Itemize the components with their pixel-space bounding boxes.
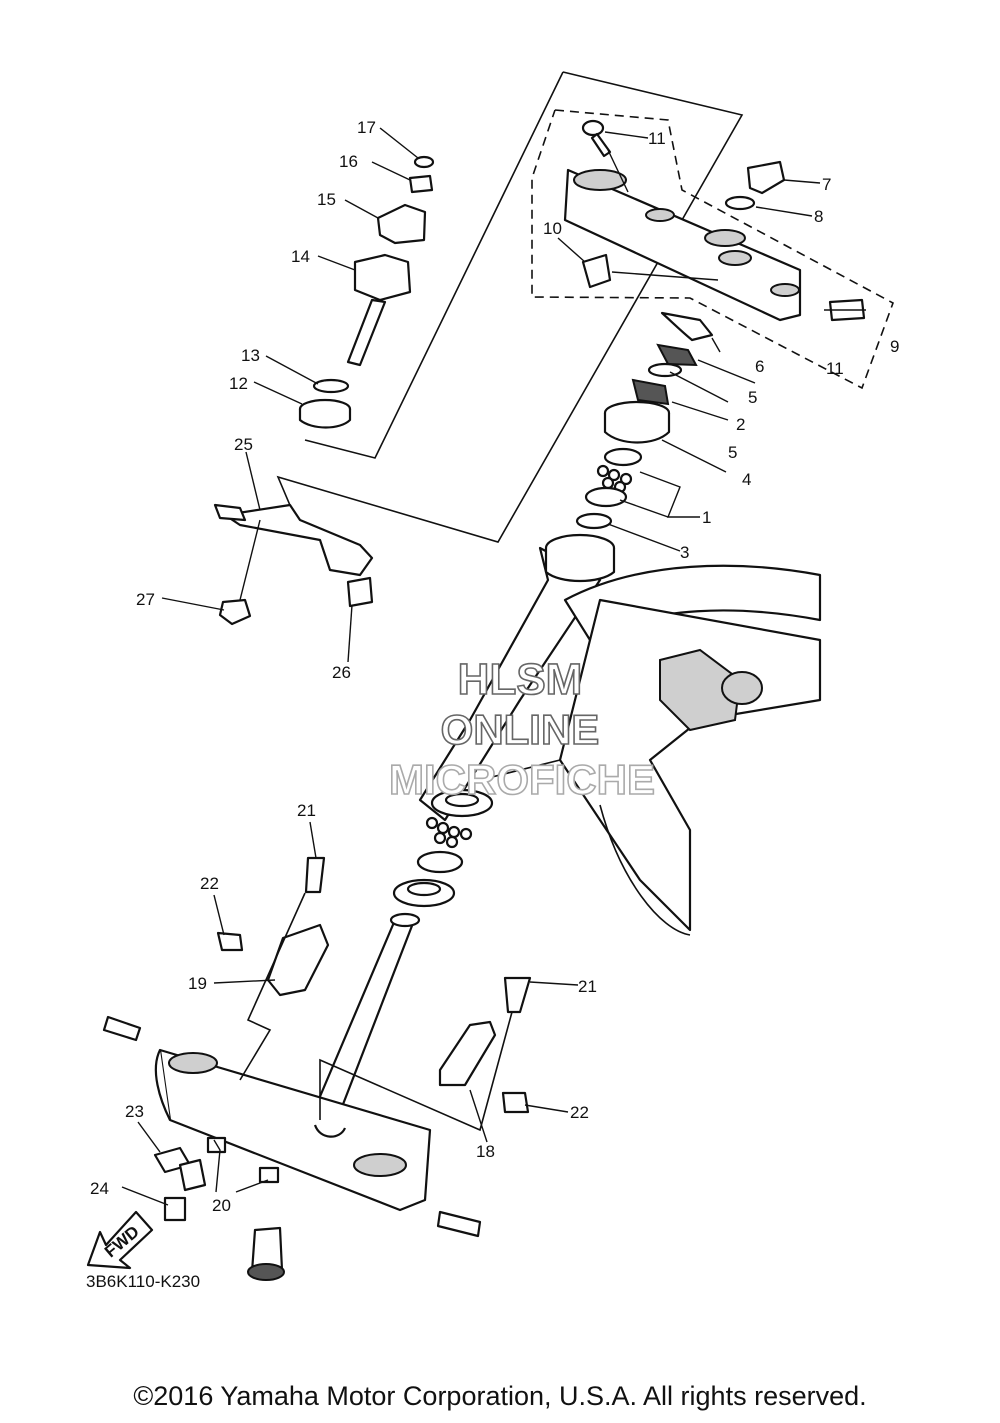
watermark-line-3: MICROFICHE xyxy=(389,756,655,803)
callout-20: 20 xyxy=(212,1196,231,1215)
callouts: 17 16 15 14 13 12 11 7 8 10 9 11 6 5 2 5… xyxy=(90,118,899,1215)
fwd-arrow: FWD xyxy=(86,1210,154,1270)
lower-bearings xyxy=(392,788,494,908)
watermark-line-2: ONLINE xyxy=(441,706,600,753)
callout-5-top: 5 xyxy=(748,388,757,407)
stem-hardware xyxy=(575,311,714,530)
callout-5-bottom: 5 xyxy=(728,443,737,462)
upper-bracket xyxy=(563,119,866,322)
diagram-code: 3B6K110-K230 xyxy=(86,1272,201,1291)
cable-brackets xyxy=(213,503,497,1087)
callout-27: 27 xyxy=(136,590,155,609)
handlebar-holder xyxy=(298,155,435,429)
watermark-line-1: HLSM xyxy=(458,655,583,704)
callout-13: 13 xyxy=(241,346,260,365)
callout-21-right: 21 xyxy=(578,977,597,996)
callout-17: 17 xyxy=(357,118,376,137)
callout-6: 6 xyxy=(755,357,764,376)
callout-4: 4 xyxy=(742,470,751,489)
callout-22-right: 22 xyxy=(570,1103,589,1122)
callout-3: 3 xyxy=(680,543,689,562)
callout-11-right: 11 xyxy=(826,359,844,378)
callout-16: 16 xyxy=(339,152,358,171)
copyright-notice: ©2016 Yamaha Motor Corporation, U.S.A. A… xyxy=(133,1381,867,1411)
watermark: HLSM ONLINE MICROFICHE xyxy=(388,654,656,804)
callout-9: 9 xyxy=(890,337,899,356)
callout-12: 12 xyxy=(229,374,248,393)
callout-21-left: 21 xyxy=(297,801,316,820)
callout-14: 14 xyxy=(291,247,310,266)
callout-8: 8 xyxy=(814,207,823,226)
callout-2: 2 xyxy=(736,415,745,434)
assembly-outline xyxy=(276,71,894,543)
callout-22-left: 22 xyxy=(200,874,219,893)
callout-15: 15 xyxy=(317,190,336,209)
callout-25: 25 xyxy=(234,435,253,454)
fasteners xyxy=(153,576,532,1222)
callout-24: 24 xyxy=(90,1179,109,1198)
callout-7: 7 xyxy=(822,175,831,194)
leader-lines xyxy=(121,127,866,1206)
frame-head xyxy=(418,533,822,936)
callout-19: 19 xyxy=(188,974,207,993)
callout-10: 10 xyxy=(543,219,562,238)
callout-23: 23 xyxy=(125,1102,144,1121)
lower-bracket xyxy=(102,912,482,1281)
callout-11-top: 11 xyxy=(648,129,666,148)
callout-26: 26 xyxy=(332,663,351,682)
callout-1: 1 xyxy=(702,508,711,527)
callout-18: 18 xyxy=(476,1142,495,1161)
